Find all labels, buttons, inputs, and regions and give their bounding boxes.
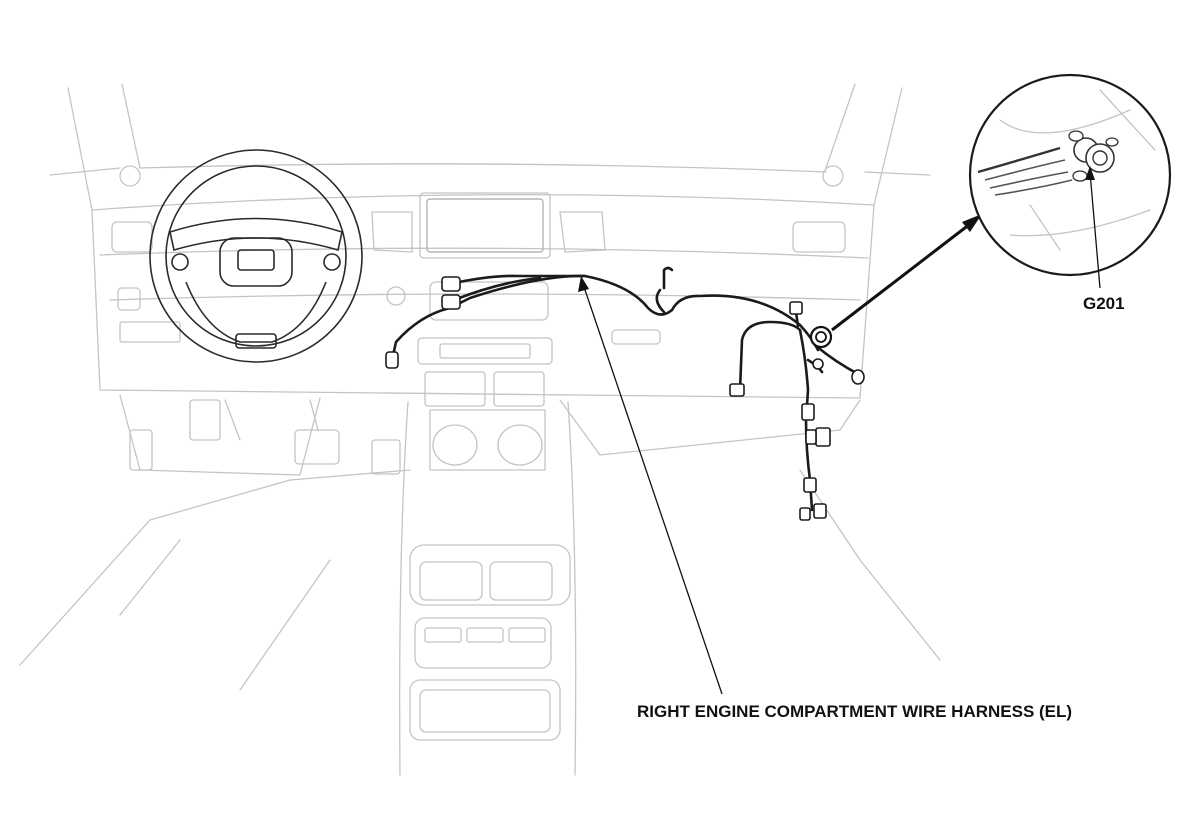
- vehicle-interior-outline: [19, 83, 941, 776]
- leader-lines: [578, 166, 1101, 695]
- harness-label: RIGHT ENGINE COMPARTMENT WIRE HARNESS (E…: [637, 702, 1073, 721]
- g201-label: G201: [1083, 294, 1125, 313]
- steering-wheel: [149, 149, 363, 363]
- detail-inset: [968, 73, 1172, 277]
- ground-point-g201: [809, 325, 833, 349]
- detail-arrow: [831, 214, 982, 332]
- wire-harness: [385, 266, 865, 521]
